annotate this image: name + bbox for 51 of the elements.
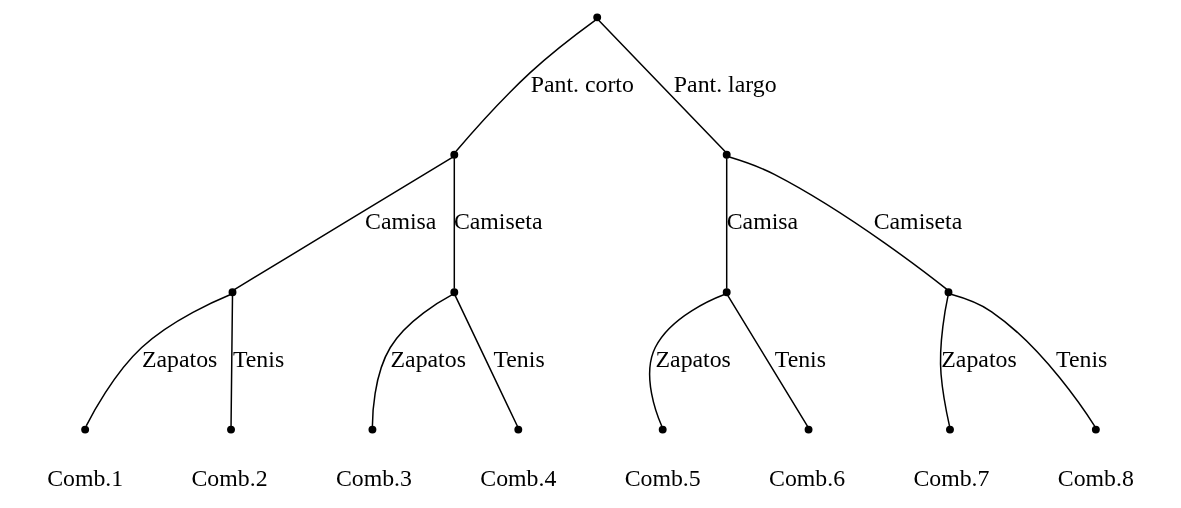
node-label: Comb.3 bbox=[335, 465, 412, 492]
node-circle bbox=[593, 13, 602, 22]
node-circle bbox=[658, 425, 667, 434]
node-circle bbox=[514, 425, 523, 434]
connector bbox=[85, 293, 231, 427]
edge-label: Pant. corto bbox=[530, 70, 634, 97]
node-label: Comb.8 bbox=[1057, 465, 1134, 492]
edge-label: Camiseta bbox=[873, 208, 963, 235]
node-label: Comb.2 bbox=[191, 465, 268, 492]
edge-label: Zapatos bbox=[141, 345, 218, 372]
node-label: Comb.7 bbox=[913, 465, 990, 492]
node-circle bbox=[450, 288, 459, 297]
edge-label: Tenis bbox=[1056, 345, 1108, 372]
connector bbox=[234, 156, 454, 291]
node-circle bbox=[228, 288, 237, 297]
edge-label: Camiseta bbox=[453, 208, 543, 235]
edge-label: Tenis bbox=[493, 345, 545, 372]
node-circle bbox=[722, 288, 731, 297]
node-circle bbox=[450, 150, 459, 159]
edge-label: Camisa bbox=[365, 208, 437, 235]
connector bbox=[649, 293, 726, 427]
edge-label: Tenis bbox=[774, 345, 826, 372]
node-label: Comb.4 bbox=[480, 465, 557, 492]
connector bbox=[371, 294, 453, 427]
node-circle bbox=[946, 425, 954, 434]
connector bbox=[950, 293, 1096, 427]
node-circle bbox=[722, 150, 731, 159]
edge-label: Pant. largo bbox=[673, 70, 777, 97]
node-label: Comb.5 bbox=[624, 465, 701, 492]
edge-label: Tenis bbox=[232, 345, 285, 372]
connector bbox=[728, 156, 948, 291]
edge-label: Zapatos bbox=[390, 345, 466, 372]
connector bbox=[727, 294, 809, 428]
edge-label: Zapatos bbox=[941, 345, 1017, 372]
node-circle bbox=[944, 288, 953, 297]
node-circle bbox=[804, 425, 813, 434]
connector bbox=[454, 294, 519, 428]
node-circle bbox=[368, 425, 377, 434]
connector bbox=[597, 19, 726, 153]
node-circle bbox=[227, 425, 235, 434]
node-label: Comb.6 bbox=[769, 465, 846, 492]
connector bbox=[939, 294, 951, 427]
edge-label: Zapatos bbox=[655, 345, 731, 372]
node-label: Comb.1 bbox=[47, 465, 124, 492]
node-circle bbox=[81, 425, 90, 434]
node-circle bbox=[1091, 425, 1100, 434]
connector bbox=[453, 157, 456, 290]
connector bbox=[725, 157, 728, 290]
connector bbox=[230, 294, 234, 427]
connector bbox=[455, 19, 597, 152]
edge-label: Camisa bbox=[726, 208, 799, 235]
